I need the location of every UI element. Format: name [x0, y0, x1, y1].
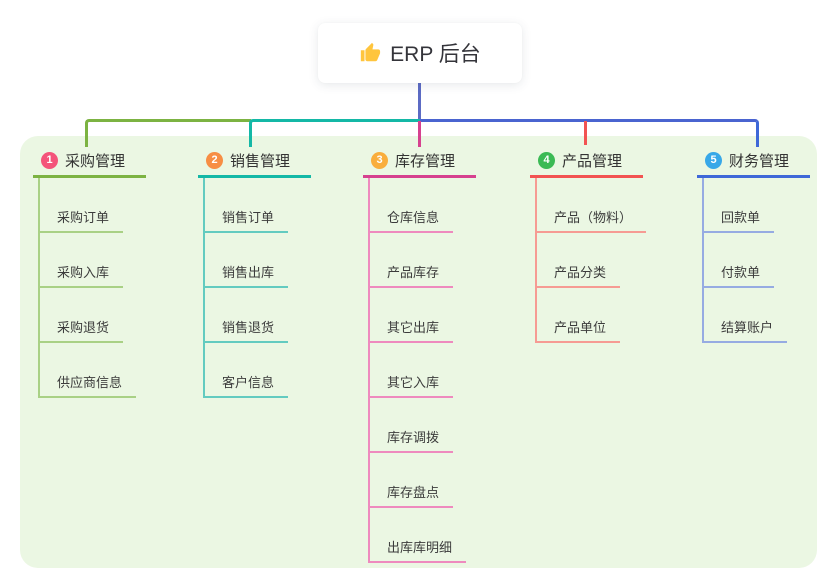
branch-title: 采购管理: [65, 152, 126, 170]
connector-drop-magenta: [418, 121, 421, 147]
root-title: ERP 后台: [390, 43, 481, 66]
branch-number-badge: 3: [371, 151, 388, 169]
branch-number-badge: 1: [41, 151, 58, 169]
connector-elbow-green: [85, 119, 251, 147]
branch-children: 采购订单采购入库采购退货供应商信息: [38, 178, 137, 398]
thumbs-up-icon: [361, 42, 381, 62]
child-node[interactable]: 销售订单: [205, 178, 289, 233]
branch-children: 产品（物料）产品分类产品单位: [535, 178, 647, 343]
child-node[interactable]: 供应商信息: [40, 343, 137, 398]
branch-header-5[interactable]: 5 财务管理: [697, 149, 810, 178]
child-node[interactable]: 产品分类: [537, 233, 621, 288]
branch-header-1[interactable]: 1 采购管理: [33, 149, 146, 178]
branch-children: 销售订单销售出库销售退货客户信息: [203, 178, 289, 398]
branch-children: 仓库信息产品库存其它出库其它入库库存调拨库存盘点出库库明细: [368, 178, 467, 563]
branch-title: 销售管理: [230, 152, 291, 170]
connector-elbow-blue: [420, 119, 759, 147]
branch-5: 5 财务管理回款单付款单结算账户: [697, 149, 810, 343]
child-node[interactable]: 客户信息: [205, 343, 289, 398]
branch-number-badge: 2: [206, 151, 223, 169]
child-node[interactable]: 库存盘点: [370, 453, 454, 508]
child-node[interactable]: 回款单: [704, 178, 775, 233]
child-node[interactable]: 结算账户: [704, 288, 788, 343]
child-node[interactable]: 产品（物料）: [537, 178, 647, 233]
connector-drop-red: [584, 121, 587, 145]
child-node[interactable]: 产品单位: [537, 288, 621, 343]
branch-4: 4 产品管理产品（物料）产品分类产品单位: [530, 149, 647, 343]
child-node[interactable]: 销售出库: [205, 233, 289, 288]
child-node[interactable]: 出库库明细: [370, 508, 467, 563]
branch-number-badge: 5: [705, 151, 722, 169]
root-node[interactable]: ERP 后台: [318, 23, 522, 83]
child-node[interactable]: 采购入库: [40, 233, 124, 288]
branches-panel: [20, 136, 817, 568]
child-node[interactable]: 采购订单: [40, 178, 124, 233]
child-node[interactable]: 其它入库: [370, 343, 454, 398]
branch-2: 2 销售管理销售订单销售出库销售退货客户信息: [198, 149, 311, 398]
child-node[interactable]: 仓库信息: [370, 178, 454, 233]
branch-header-2[interactable]: 2 销售管理: [198, 149, 311, 178]
connector-elbow-teal: [249, 119, 421, 147]
child-node[interactable]: 销售退货: [205, 288, 289, 343]
branch-title: 库存管理: [395, 152, 456, 170]
branch-3: 3 库存管理仓库信息产品库存其它出库其它入库库存调拨库存盘点出库库明细: [363, 149, 476, 563]
branch-children: 回款单付款单结算账户: [702, 178, 788, 343]
branch-1: 1 采购管理采购订单采购入库采购退货供应商信息: [33, 149, 146, 398]
connector-trunk: [418, 83, 421, 121]
child-node[interactable]: 采购退货: [40, 288, 124, 343]
branch-number-badge: 4: [538, 151, 555, 169]
child-node[interactable]: 付款单: [704, 233, 775, 288]
branch-header-3[interactable]: 3 库存管理: [363, 149, 476, 178]
child-node[interactable]: 其它出库: [370, 288, 454, 343]
branch-title: 产品管理: [562, 152, 623, 170]
child-node[interactable]: 库存调拨: [370, 398, 454, 453]
branch-header-4[interactable]: 4 产品管理: [530, 149, 643, 178]
child-node[interactable]: 产品库存: [370, 233, 454, 288]
branch-title: 财务管理: [729, 152, 790, 170]
